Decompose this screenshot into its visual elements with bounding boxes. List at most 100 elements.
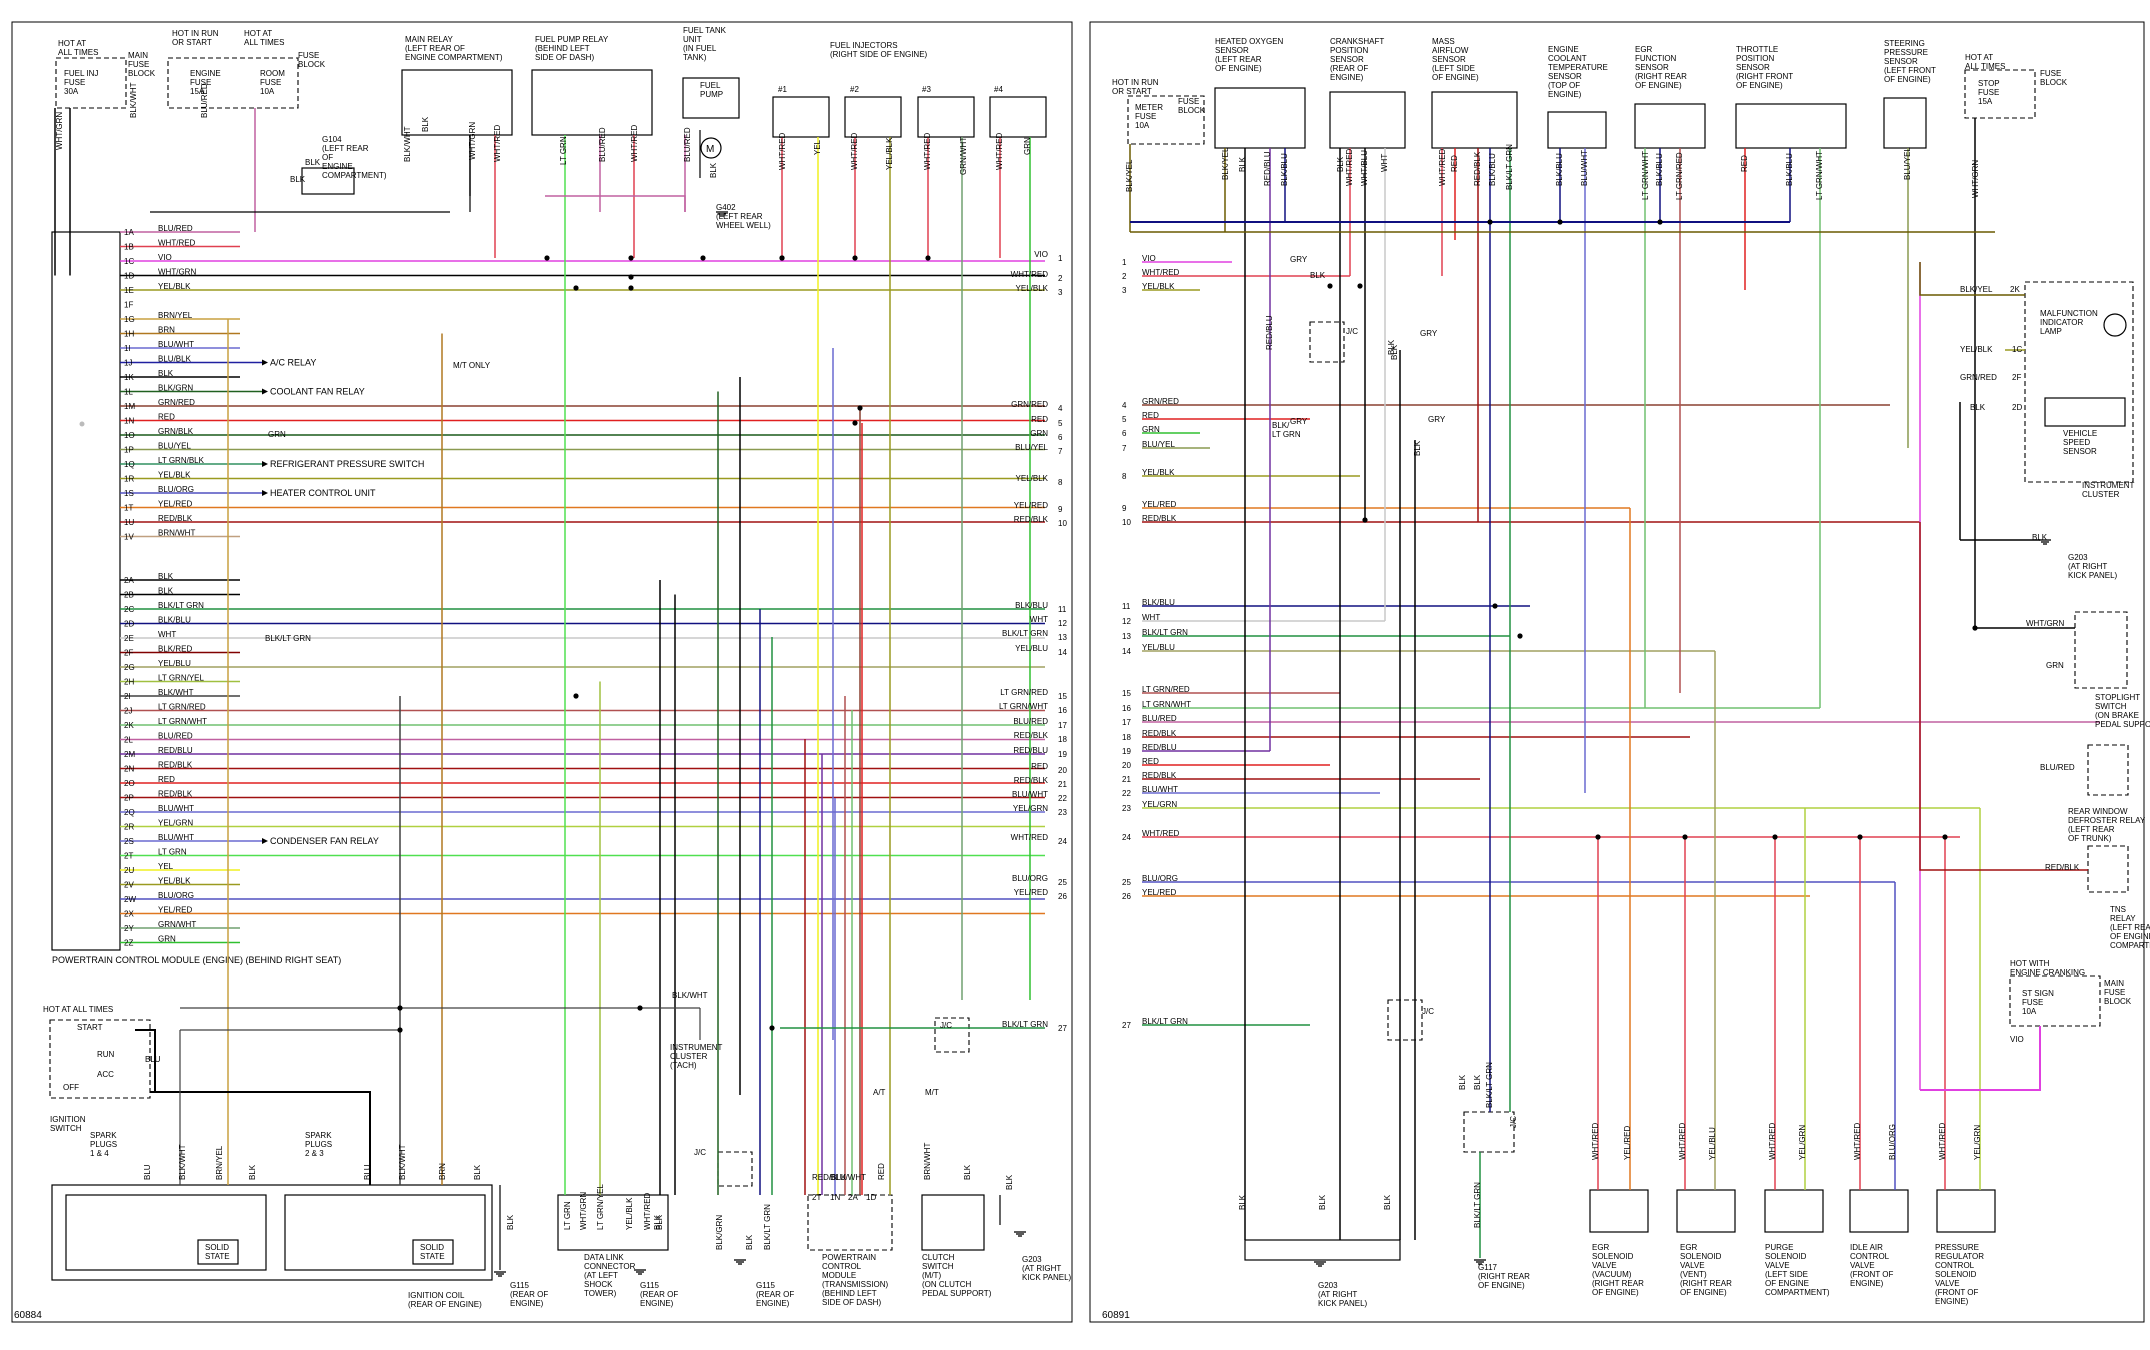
- component-label: 2A: [848, 1193, 858, 1202]
- connector-wire-label: YEL/RED: [1142, 888, 1176, 897]
- connector-wire-label: GRN: [1142, 425, 1160, 434]
- component-label: BLK: [1473, 1074, 1482, 1090]
- splice-dot: [637, 1005, 643, 1011]
- connector-wire-label: YEL/RED: [1142, 500, 1176, 509]
- pcm-pin-id: 2V: [124, 881, 134, 890]
- destination-label: REFRIGERANT PRESSURE SWITCH: [270, 459, 424, 469]
- component-label: BLK: [709, 162, 718, 178]
- pcm-pin-id: 1K: [124, 373, 134, 382]
- connector-number: 24: [1122, 833, 1131, 842]
- connector-wire-label: BLU/RED: [1142, 714, 1177, 723]
- component-label: WHT/GRN: [468, 122, 477, 160]
- component-label: BLK: [1238, 156, 1247, 172]
- wire-label: GRY: [1290, 417, 1308, 426]
- connector-wire-label: YEL/BLK: [1016, 284, 1049, 293]
- component-label: 2D: [2012, 403, 2022, 412]
- component-label: WHT/RED: [995, 132, 1004, 170]
- connector-wire-label: YEL/RED: [1014, 888, 1048, 897]
- wire-label: BLK: [1413, 440, 1422, 456]
- component-label: J/C: [1509, 1116, 1518, 1128]
- pcm-pin-id: 2K: [124, 721, 134, 730]
- fuel-tank-unit: [682, 77, 740, 119]
- wire-label: J/C: [1346, 327, 1358, 336]
- component-label: WHT/GRN: [2026, 619, 2064, 628]
- component-label: BLK: [1318, 1194, 1327, 1210]
- relay-wire: [545, 195, 686, 212]
- connector-number: 2: [1058, 274, 1063, 283]
- connector-wire-label: BLK/LT GRN: [1142, 628, 1188, 637]
- connector-wire-label: BLU/YEL: [1142, 440, 1175, 449]
- component-label: WHT/RED: [1853, 1122, 1862, 1160]
- connector-wire-label: RED/BLK: [1142, 514, 1177, 523]
- component-label: BLK/LT GRN: [1473, 1182, 1482, 1228]
- component-label: WHT/RED: [1591, 1122, 1600, 1160]
- connector-wire-label: GRN/RED: [1011, 400, 1048, 409]
- egr-vacuum-valve: [1589, 1189, 1649, 1233]
- pcm-pin-id: 1S: [124, 489, 134, 498]
- pcm-pin-id: 2W: [124, 895, 136, 904]
- component-label: BLK/BLU: [1555, 153, 1564, 186]
- pcm-pin-wire-label: BLK: [158, 369, 174, 378]
- jc-left-1: [717, 1151, 753, 1187]
- splice-dot: [852, 420, 858, 426]
- connector-number: 3: [1058, 288, 1063, 297]
- component-label: IGNITION COIL(REAR OF ENGINE): [408, 1291, 482, 1309]
- connector-number: 3: [1122, 286, 1127, 295]
- steering-pressure-sensor: [1883, 97, 1927, 149]
- component-label: RED: [877, 1163, 886, 1180]
- connector-number: 13: [1058, 633, 1067, 642]
- connector-wire-label: LT GRN/RED: [1142, 685, 1190, 694]
- connector-number: 24: [1058, 837, 1067, 846]
- splice-dot: [852, 255, 858, 261]
- vehicle-speed-sensor: [2044, 397, 2126, 427]
- splice-dot: [397, 1005, 403, 1011]
- connector-number: 10: [1058, 519, 1067, 528]
- pcm-engine-connector: [51, 231, 121, 951]
- pcm-pin-id: 2R: [124, 823, 134, 832]
- component-label: J/C: [1422, 1007, 1434, 1016]
- jc-right-3: [1463, 1111, 1515, 1153]
- wire-label: GRY: [1420, 329, 1438, 338]
- splice-dot: [1857, 834, 1863, 840]
- connector-number: 22: [1122, 789, 1131, 798]
- connector-number: 14: [1122, 647, 1131, 656]
- connector-number: 13: [1122, 632, 1131, 641]
- stop-fuse-block: [1964, 69, 2036, 119]
- connector-number: 15: [1058, 692, 1067, 701]
- component-label: 2K: [2010, 285, 2020, 294]
- component-label: BLK/WHT: [403, 126, 412, 162]
- splice-dot: [1557, 219, 1563, 225]
- harness-wire: [1919, 262, 2025, 296]
- connector-number: 20: [1122, 761, 1131, 770]
- connector-number: 21: [1122, 775, 1131, 784]
- pcm-pin-id: 2P: [124, 794, 134, 803]
- component-label: LT GRN/WHT: [1815, 151, 1824, 200]
- destination-label: HEATER CONTROL UNIT: [270, 488, 376, 498]
- connector-wire-label: YEL/BLK: [1142, 282, 1175, 291]
- component-label: GRN/WHT: [959, 137, 968, 175]
- pcm-pin-id: 1F: [124, 301, 133, 310]
- connector-number: 18: [1058, 735, 1067, 744]
- component-label: WHT/GRN: [1971, 160, 1980, 198]
- pcm-pin-id: 2Q: [124, 808, 135, 817]
- pcm-pin-wire-label: YEL/GRN: [158, 819, 193, 828]
- component-label: BRN: [438, 1163, 447, 1180]
- pcm-transmission: [807, 1194, 893, 1251]
- component-label: BLK/YEL: [1125, 159, 1134, 192]
